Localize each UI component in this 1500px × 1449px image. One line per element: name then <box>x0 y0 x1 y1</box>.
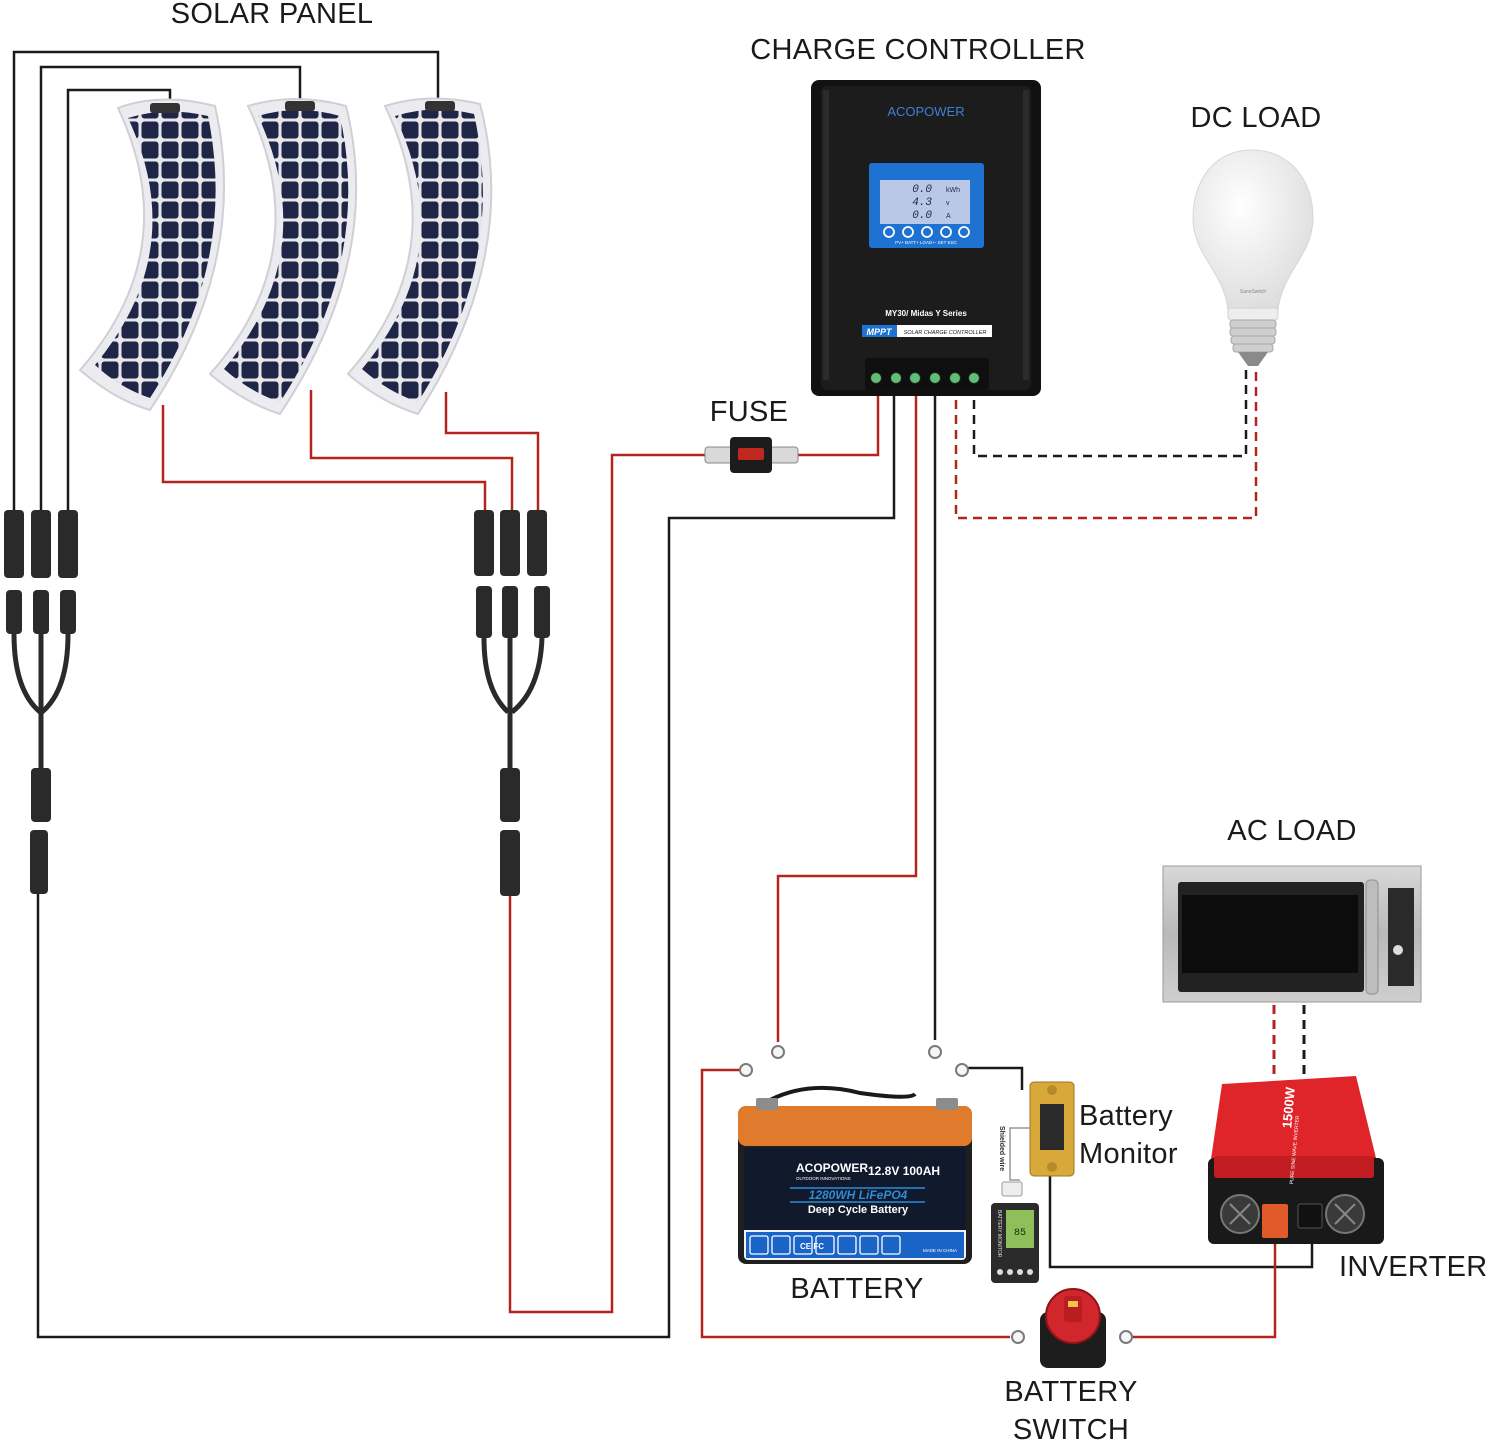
junction-box <box>425 101 455 111</box>
svg-text:PV+ BATT+ LOAD+- SET ESC: PV+ BATT+ LOAD+- SET ESC <box>895 240 957 245</box>
battery-to-switch-wire <box>700 1068 1010 1339</box>
lifepo4-battery: ACOPOWER OUTDOOR INNOVATIONS 12.8V 100AH… <box>738 1085 972 1264</box>
svg-text:85: 85 <box>1014 1228 1026 1239</box>
controller-buttons <box>883 226 970 238</box>
svg-text:SOLAR CHARGE CONTROLLER: SOLAR CHARGE CONTROLLER <box>904 330 987 336</box>
svg-text:Shielded wire: Shielded wire <box>998 1126 1005 1171</box>
svg-text:v: v <box>946 200 950 207</box>
solar-panel-3 <box>346 97 493 416</box>
svg-text:1500W: 1500W <box>1279 1086 1298 1129</box>
solar-positive-home-run <box>508 453 705 1314</box>
svg-text:0.0: 0.0 <box>912 210 932 222</box>
svg-text:CE FC: CE FC <box>800 1242 824 1251</box>
ring-terminals <box>739 1045 1133 1344</box>
microwave <box>1162 865 1422 1003</box>
microwave-control-panel <box>1388 888 1414 986</box>
junction-box <box>285 101 315 111</box>
panel3-negative-wire <box>12 50 440 578</box>
label-battery: BATTERY <box>790 1273 924 1305</box>
label-battery-monitor: Battery Monitor <box>1079 1100 1178 1170</box>
svg-text:OUTDOOR INNOVATIONS: OUTDOOR INNOVATIONS <box>796 1176 851 1181</box>
led-bulb: SaneSwitch <box>1192 149 1314 366</box>
panel1-positive-wire <box>161 405 487 512</box>
battery-disconnect-switch <box>1040 1288 1106 1368</box>
inverter: 1500W PURE SINE WAVE INVERTER <box>1208 1076 1384 1244</box>
svg-text:MPPT: MPPT <box>866 327 893 337</box>
svg-text:A: A <box>946 213 951 220</box>
panel3-positive-wire <box>444 392 540 512</box>
mc4-branch-positive <box>474 510 550 896</box>
svg-text:Deep Cycle Battery: Deep Cycle Battery <box>808 1204 909 1216</box>
shunt-to-inverter-negative <box>1048 1175 1314 1269</box>
battery-monitor-display: 85 BATTERY MONITOR <box>991 1203 1039 1283</box>
solar-negative-home-run <box>36 392 896 1339</box>
label-solar-panel: SOLAR PANEL <box>170 0 374 30</box>
solar-panel-2 <box>208 98 358 416</box>
inline-fuse <box>704 437 799 473</box>
panel1-negative-wire <box>66 88 172 578</box>
svg-text:1280WH LiFePO4: 1280WH LiFePO4 <box>809 1188 908 1202</box>
positive-wires <box>161 390 1277 1339</box>
controller-brand: ACOPOWER <box>887 104 964 119</box>
negative-wires <box>12 50 1314 1339</box>
label-charge-controller: CHARGE CONTROLLER <box>750 34 1086 66</box>
mc4-branch-negative <box>4 510 78 894</box>
label-fuse: FUSE <box>709 396 789 428</box>
label-ac-load: AC LOAD <box>1227 815 1357 847</box>
battery-handle <box>769 1085 917 1102</box>
svg-text:kWh: kWh <box>946 187 960 194</box>
label-battery-switch: BATTERY SWITCH <box>1004 1376 1138 1446</box>
svg-text:ACOPOWER: ACOPOWER <box>796 1161 868 1175</box>
charge-controller: ACOPOWER 0.0 kWh 4.3 v 0.0 A PV+ BATT+ L… <box>811 80 1041 396</box>
svg-text:4.3: 4.3 <box>912 197 932 209</box>
ac-load-wires <box>1272 1005 1306 1078</box>
svg-text:BATTERY MONITOR: BATTERY MONITOR <box>996 1210 1002 1258</box>
panel2-positive-wire <box>309 390 514 512</box>
solar-panel-1 <box>78 98 226 412</box>
panel2-negative-wire <box>39 65 302 578</box>
svg-text:MADE IN CHINA: MADE IN CHINA <box>923 1248 957 1253</box>
controller-model: MY30/ Midas Y Series <box>885 309 967 318</box>
battery-monitor-shunt: Shielded wire <box>998 1081 1075 1197</box>
label-inverter: INVERTER <box>1339 1251 1488 1283</box>
battery-to-shunt-wire <box>960 1066 1024 1090</box>
label-dc-load: DC LOAD <box>1190 102 1322 134</box>
fuse-to-controller-wire <box>797 392 880 457</box>
controller-battery-positive-wire <box>776 392 918 1042</box>
svg-text:0.0: 0.0 <box>912 184 932 196</box>
svg-text:SaneSwitch: SaneSwitch <box>1240 289 1267 295</box>
switch-to-inverter-wire <box>1132 1240 1277 1339</box>
junction-box <box>150 103 180 113</box>
svg-text:12.8V 100AH: 12.8V 100AH <box>868 1164 940 1178</box>
